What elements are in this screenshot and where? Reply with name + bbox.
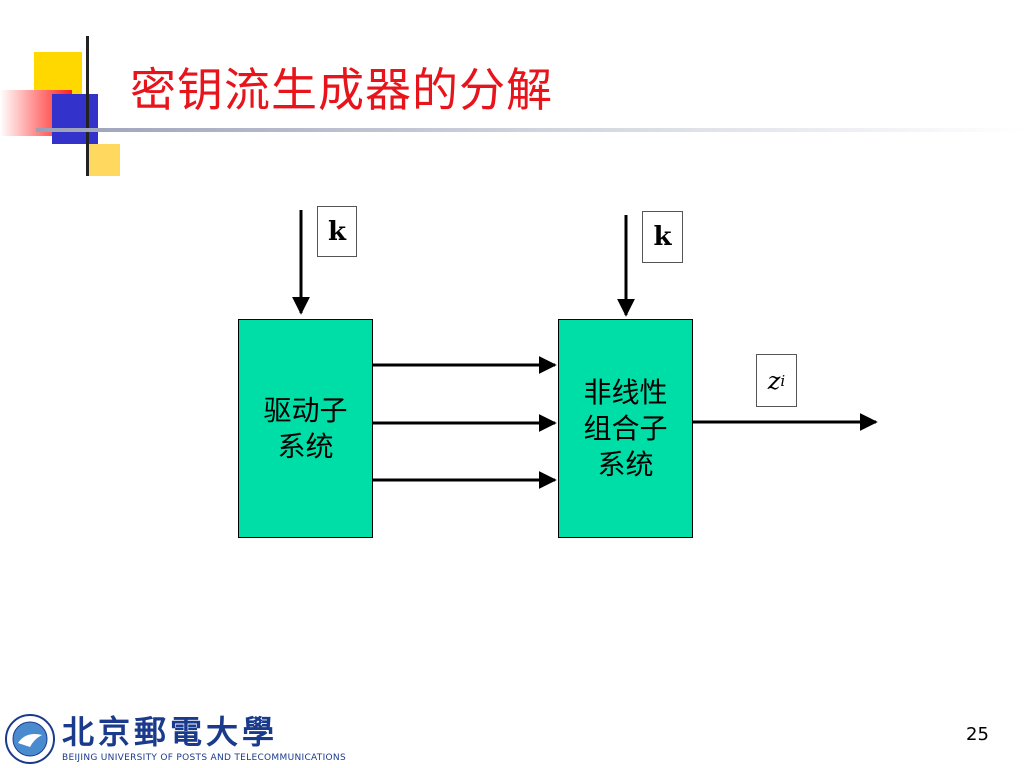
title-divider (36, 128, 1024, 132)
key-input-label-1: k (317, 206, 357, 257)
nonlinear-combiner-box: 非线性 组合子 系统 (558, 319, 693, 538)
key-input-label-2: k (642, 211, 683, 263)
page-number: 25 (966, 724, 989, 745)
nonlinear-combiner-label: 非线性 组合子 系统 (583, 375, 668, 481)
university-name-en: BEIJING UNIVERSITY OF POSTS AND TELECOMM… (62, 753, 346, 763)
university-name-cn: 北京郵電大學 (62, 713, 279, 751)
output-label-subscript: i (780, 371, 786, 390)
university-seal-icon (5, 714, 55, 764)
deco-blue-square (52, 94, 98, 144)
driver-subsystem-label: 驱动子 系统 (263, 393, 348, 463)
slide-title: 密钥流生成器的分解 (130, 63, 553, 117)
output-label-base: z (767, 366, 781, 395)
driver-subsystem-box: 驱动子 系统 (238, 319, 373, 538)
deco-yellow-small (86, 144, 120, 176)
deco-vertical-line (86, 36, 89, 176)
